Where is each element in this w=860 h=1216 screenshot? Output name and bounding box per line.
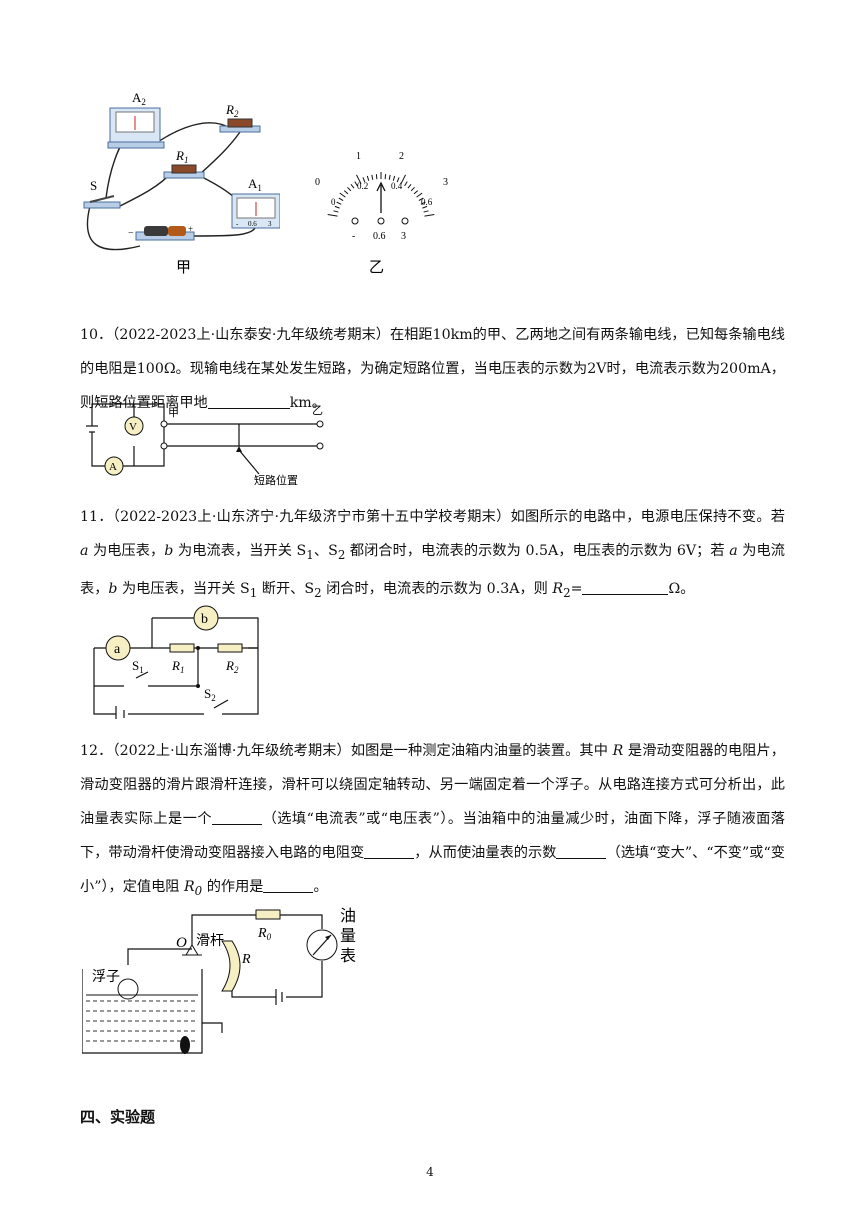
svg-text:2: 2: [399, 151, 404, 162]
svg-text:V: V: [129, 421, 137, 433]
svg-text:量: 量: [340, 928, 356, 945]
svg-text:S2: S2: [204, 686, 216, 703]
svg-text:a: a: [114, 642, 121, 657]
dial-tick: [338, 197, 344, 202]
question-10: 10．（2022-2023上·山东泰安·九年级统考期末）在相距10km的甲、乙两…: [80, 327, 785, 411]
label-A1: A1: [248, 176, 262, 193]
svg-text:+: +: [188, 224, 193, 234]
figure-yi-meter-dial: 0 1 2 3 0 0.2 0.4 0.6 - 0.6 3 乙: [315, 151, 448, 275]
dial-tick: [424, 214, 435, 217]
dial-tick: [350, 183, 355, 189]
label-jia: 甲: [176, 260, 191, 276]
figure-jia-circuit-photo: A2 R2 R1 S A1 - 0.6 3 − + 甲: [83, 90, 280, 276]
dial-tick: [333, 210, 339, 213]
dial-tick: [339, 192, 346, 198]
dial-tick: [416, 192, 423, 198]
dial-tick: [371, 174, 374, 180]
svg-text:S1: S1: [132, 658, 144, 675]
svg-text:3: 3: [401, 231, 406, 242]
dial-tick: [334, 205, 340, 209]
svg-text:0.2: 0.2: [357, 181, 368, 191]
svg-text:1: 1: [356, 151, 361, 162]
svg-text:3: 3: [268, 220, 272, 228]
label-S: S: [90, 178, 97, 193]
q12-oil-gauge-figure: O 滑杆 R R0 浮子 油 量 表: [82, 907, 356, 1054]
svg-text:浮子: 浮子: [92, 969, 120, 985]
q12-blank-2[interactable]: [364, 842, 415, 859]
dial-tick: [396, 177, 400, 183]
dial-tick: [366, 175, 370, 181]
svg-text:滑杆: 滑杆: [196, 932, 224, 949]
label-R2: R2: [225, 102, 239, 119]
dial-tick: [400, 174, 406, 185]
svg-text:R2: R2: [225, 658, 239, 675]
svg-text:O: O: [176, 935, 187, 951]
question-12: 12．（2022上·山东淄博·九年级统考期末）如图是一种测定油箱内油量的装置。其…: [80, 743, 785, 898]
svg-text:0: 0: [315, 177, 320, 188]
dial-tick: [418, 197, 424, 202]
dial-tick: [413, 190, 419, 195]
dial-tick: [336, 201, 342, 205]
dial-tick: [354, 181, 358, 187]
q11-circuit-figure: a b R1 R2 S1 S2: [93, 605, 259, 719]
dial-tick: [420, 201, 426, 205]
dial-tick: [327, 214, 338, 217]
q12-blank-3[interactable]: [556, 842, 607, 859]
svg-text:3: 3: [443, 177, 448, 188]
page-number: 4: [426, 1165, 434, 1179]
dial-tick: [392, 175, 396, 181]
svg-text:R: R: [241, 952, 251, 967]
q12-blank-1[interactable]: [212, 808, 263, 825]
dial-tick: [423, 210, 429, 213]
svg-text:0.4: 0.4: [391, 181, 403, 191]
dial-tick: [410, 186, 415, 192]
section-title: 四、实验题: [80, 1108, 156, 1126]
label-R1: R1: [175, 148, 188, 165]
dial-tick: [347, 186, 352, 192]
svg-text:b: b: [201, 612, 208, 627]
svg-text:0: 0: [331, 197, 336, 207]
q10-text: （2022-2023上·山东泰安·九年级统考期末）在相距10km的甲、乙两地之间…: [80, 327, 785, 411]
svg-text:0.6: 0.6: [248, 220, 257, 228]
svg-text:甲: 甲: [168, 407, 179, 419]
dial-tick: [407, 183, 412, 189]
dial-tick: [422, 205, 428, 209]
question-11: 11．（2022-2023上·山东济宁·九年级济宁市第十五中学校考期末）如图所示…: [80, 509, 785, 600]
q10-number: 10．: [80, 327, 113, 343]
q12-blank-4[interactable]: [263, 876, 314, 893]
svg-text:R1: R1: [171, 658, 184, 675]
svg-text:0.6: 0.6: [373, 231, 386, 242]
svg-text:A: A: [109, 461, 117, 473]
q10-circuit-figure: V A 甲 乙 短路位置: [86, 403, 324, 487]
svg-text:表: 表: [340, 947, 356, 965]
svg-text:短路位置: 短路位置: [254, 473, 298, 487]
dial-tick: [343, 190, 349, 195]
svg-text:-: -: [236, 220, 239, 228]
label-A2: A2: [132, 90, 146, 107]
svg-text:油: 油: [340, 907, 356, 925]
q11-answer-blank[interactable]: [582, 578, 669, 595]
svg-text:-: -: [352, 231, 355, 242]
dial-tick: [356, 174, 362, 185]
dial-tick: [388, 174, 391, 180]
dial-tick: [362, 177, 366, 183]
svg-text:乙: 乙: [312, 404, 323, 417]
label-yi: 乙: [369, 260, 384, 275]
dial-tick: [404, 181, 408, 187]
svg-text:R0: R0: [257, 926, 272, 942]
svg-text:0.6: 0.6: [421, 197, 433, 207]
svg-text:−: −: [128, 228, 134, 239]
q10-answer-blank[interactable]: [207, 392, 290, 409]
